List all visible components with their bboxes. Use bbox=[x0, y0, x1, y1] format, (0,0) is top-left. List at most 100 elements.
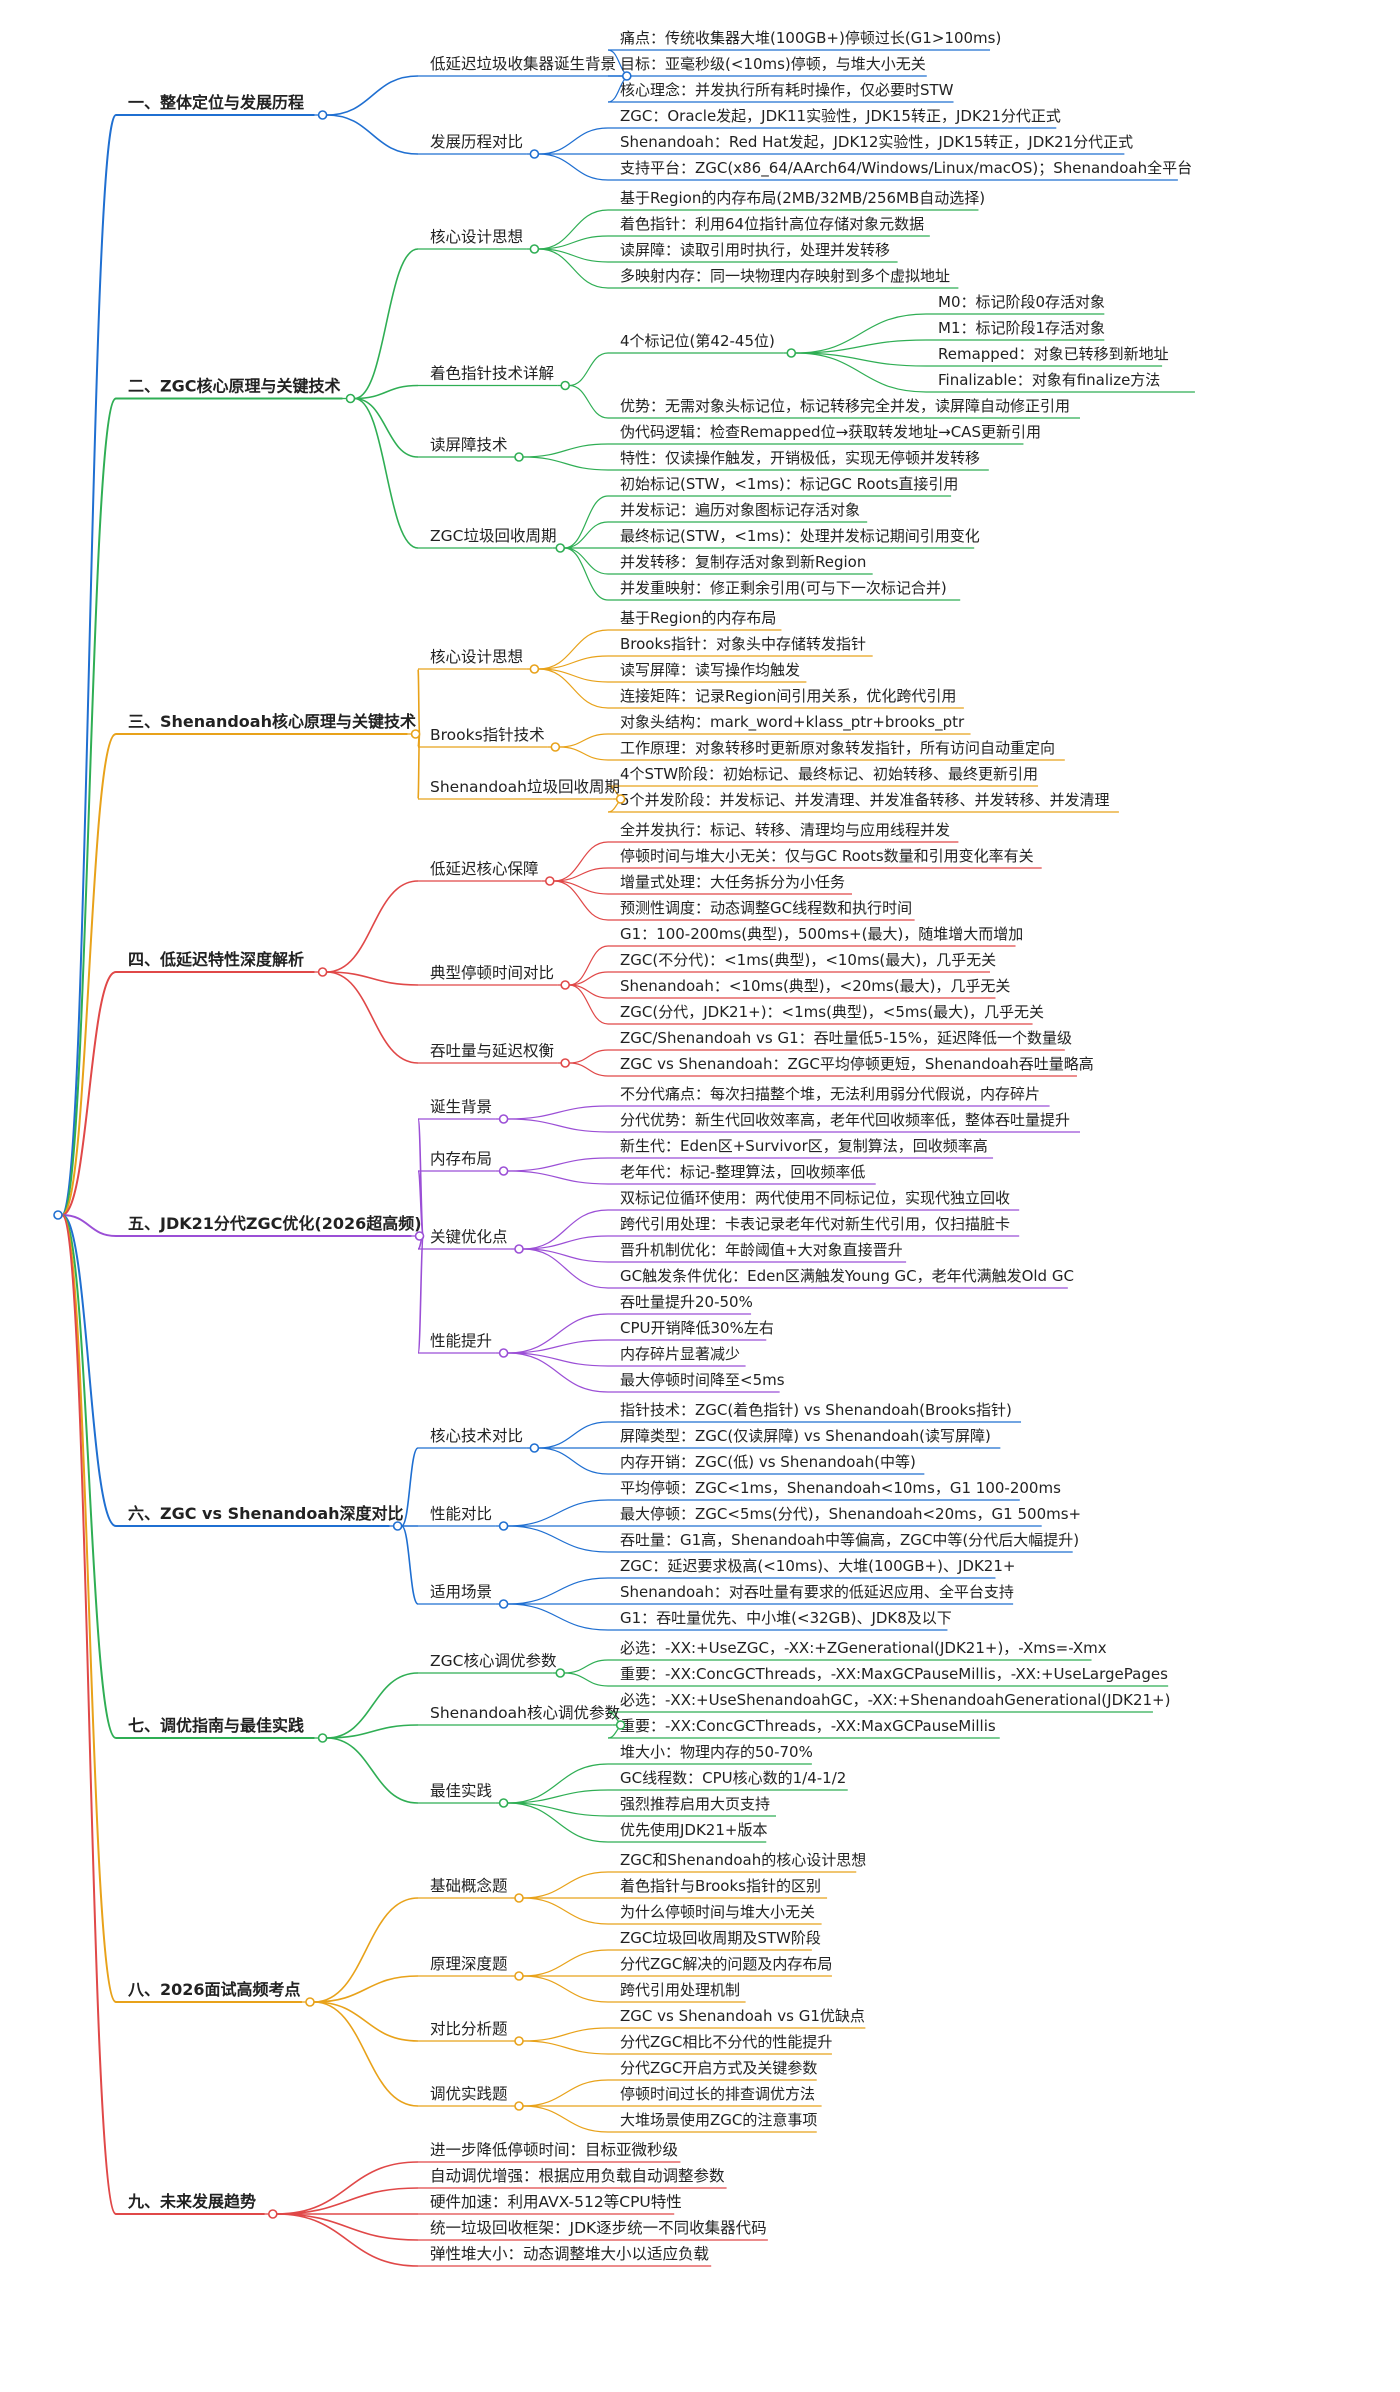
collapse-toggle[interactable] bbox=[514, 452, 524, 462]
mindmap-node-level-3: ZGC：延迟要求极高(<10ms)、大堆(100GB+)、JDK21+ bbox=[620, 1557, 1015, 1575]
mindmap-node-level-3: 预测性调度：动态调整GC线程数和执行时间 bbox=[620, 899, 912, 917]
collapse-toggle[interactable] bbox=[498, 1348, 509, 1358]
collapse-toggle[interactable] bbox=[498, 1599, 509, 1609]
mindmap-node-level-3: 内存碎片显著减少 bbox=[620, 1345, 740, 1363]
collapse-toggle[interactable] bbox=[615, 794, 626, 804]
branch-line bbox=[417, 668, 421, 735]
mindmap-node-level-3: 着色指针：利用64位指针高位存储对象元数据 bbox=[620, 215, 924, 233]
mindmap-node-level-3: 优先使用JDK21+版本 bbox=[620, 1821, 767, 1839]
collapse-toggle[interactable] bbox=[615, 1720, 626, 1730]
mindmap-node-level-2: 统一垃圾回收框架：JDK逐步统一不同收集器代码 bbox=[430, 2219, 767, 2237]
branch-line bbox=[795, 352, 927, 367]
mindmap-node-level-2: 低延迟垃圾收集器诞生背景 bbox=[430, 55, 616, 73]
mindmap-node-level-3: 分代ZGC解决的问题及内存布局 bbox=[620, 1955, 832, 1973]
mindmap-node-level-3: 屏障类型：ZGC(仅读屏障) vs Shenandoah(读写屏障) bbox=[620, 1427, 991, 1445]
collapse-toggle[interactable] bbox=[529, 244, 540, 254]
collapse-toggle[interactable] bbox=[267, 2209, 278, 2219]
mindmap-node-level-3: 5个并发阶段：并发标记、并发清理、并发准备转移、并发转移、并发清理 bbox=[620, 791, 1110, 809]
collapse-toggle[interactable] bbox=[317, 110, 328, 120]
mindmap-node-level-3: 平均停顿：ZGC<1ms，Shenandoah<10ms，G1 100-200m… bbox=[620, 1479, 1061, 1497]
mindmap-node-level-3: 全并发执行：标记、转移、清理均与应用线程并发 bbox=[620, 821, 950, 839]
collapse-toggle[interactable] bbox=[514, 1244, 524, 1254]
collapse-toggle[interactable] bbox=[317, 967, 328, 977]
branch-line bbox=[553, 841, 609, 882]
mindmap-node-level-3: 读写屏障：读写操作均触发 bbox=[620, 661, 800, 679]
mindmap-node-level-1: 七、调优指南与最佳实践 bbox=[128, 1716, 304, 1735]
collapse-toggle[interactable] bbox=[498, 1798, 509, 1808]
mindmap-node-level-3: G1：吞吐量优先、中小堆(<32GB)、JDK8及以下 bbox=[620, 1609, 952, 1627]
collapse-toggle[interactable] bbox=[498, 1166, 509, 1176]
mindmap-node-level-3: G1：100-200ms(典型)，500ms+(最大)，随堆增大而增加 bbox=[620, 925, 1023, 943]
branch-line bbox=[795, 339, 927, 354]
collapse-toggle[interactable] bbox=[498, 1521, 509, 1531]
root-branch-line bbox=[61, 971, 117, 1216]
mindmap-node-level-3: 工作原理：对象转移时更新原对象转发指针，所有访问自动重定向 bbox=[620, 739, 1055, 757]
collapse-toggle[interactable] bbox=[555, 543, 566, 553]
mindmap-node-level-2: 诞生背景 bbox=[430, 1098, 492, 1116]
root-branch-line bbox=[61, 114, 117, 1216]
collapse-toggle[interactable] bbox=[305, 1997, 315, 2007]
collapse-toggle[interactable] bbox=[317, 1733, 328, 1743]
collapse-toggle[interactable] bbox=[514, 2036, 524, 2046]
branch-line bbox=[538, 1421, 609, 1449]
branch-line bbox=[507, 1105, 609, 1120]
mindmap-node-level-2: 弹性堆大小：动态调整堆大小以适应负载 bbox=[430, 2244, 709, 2263]
branch-line bbox=[569, 945, 609, 986]
collapse-toggle[interactable] bbox=[514, 1971, 524, 1981]
collapse-toggle[interactable] bbox=[529, 149, 540, 159]
mindmap-node-level-2: 最佳实践 bbox=[430, 1782, 492, 1800]
branch-line bbox=[276, 2213, 419, 2241]
mindmap-node-level-2: 进一步降低停顿时间：目标亚微秒级 bbox=[430, 2141, 678, 2159]
collapse-toggle[interactable] bbox=[621, 71, 632, 81]
collapse-toggle[interactable] bbox=[560, 1058, 571, 1068]
branch-line bbox=[507, 1603, 609, 1631]
mindmap-node-level-3: 强烈推荐启用大页支持 bbox=[620, 1795, 770, 1813]
branch-line bbox=[564, 1672, 609, 1687]
mindmap-node-level-3: 为什么停顿时间与堆大小无关 bbox=[620, 1903, 815, 1921]
mindmap-node-level-2: ZGC核心调优参数 bbox=[430, 1652, 557, 1670]
collapse-toggle[interactable] bbox=[529, 664, 540, 674]
collapse-toggle[interactable] bbox=[529, 1443, 540, 1453]
branch-line bbox=[326, 1737, 419, 1804]
collapse-toggle[interactable] bbox=[544, 876, 555, 886]
collapse-toggle[interactable] bbox=[786, 348, 797, 358]
collapse-toggle[interactable] bbox=[392, 1521, 403, 1531]
branch-line bbox=[313, 1975, 419, 2003]
collapse-toggle[interactable] bbox=[555, 1668, 566, 1678]
root-node-toggle[interactable] bbox=[53, 1210, 63, 1220]
branch-line bbox=[326, 880, 419, 973]
collapse-toggle[interactable] bbox=[514, 2101, 524, 2111]
mindmap-node-level-3: 吞吐量：G1高，Shenandoah中等偏高，ZGC中等(分代后大幅提升) bbox=[620, 1531, 1079, 1549]
mindmap-node-level-2: 原理深度题 bbox=[430, 1955, 508, 1973]
collapse-toggle[interactable] bbox=[514, 1893, 524, 1903]
branch-line bbox=[538, 655, 609, 670]
mindmap-node-level-2: 低延迟核心保障 bbox=[430, 860, 539, 878]
collapse-toggle[interactable] bbox=[345, 393, 356, 404]
branch-line bbox=[522, 1235, 609, 1250]
mindmap-node-level-3: Shenandoah：<10ms(典型)，<20ms(最大)，几乎无关 bbox=[620, 977, 1010, 995]
collapse-toggle[interactable] bbox=[414, 1231, 425, 1241]
collapse-toggle[interactable] bbox=[498, 1114, 509, 1124]
branch-line bbox=[276, 2213, 419, 2267]
collapse-toggle[interactable] bbox=[550, 742, 561, 752]
mindmap-node-level-1: 三、Shenandoah核心原理与关键技术 bbox=[128, 712, 416, 731]
mindmap-node-level-3: 初始标记(STW，<1ms)：标记GC Roots直接引用 bbox=[620, 475, 958, 493]
mindmap-node-level-3: 最大停顿时间降至<5ms bbox=[620, 1371, 785, 1389]
collapse-toggle[interactable] bbox=[560, 980, 571, 990]
collapse-toggle[interactable] bbox=[560, 380, 571, 391]
collapse-toggle[interactable] bbox=[410, 729, 421, 739]
mindmap-node-level-2: 吞吐量与延迟权衡 bbox=[430, 1042, 554, 1060]
mindmap-node-level-4: Finalizable：对象有finalize方法 bbox=[938, 371, 1160, 389]
mindmap-node-level-3: ZGC/Shenandoah vs G1：吞吐量低5-15%，延迟降低一个数量级 bbox=[620, 1029, 1072, 1047]
mindmap-node-level-3: 停顿时间过长的排查调优方法 bbox=[620, 2085, 815, 2103]
branch-line bbox=[564, 547, 609, 601]
branch-line bbox=[522, 1871, 609, 1899]
branch-line bbox=[522, 2040, 609, 2055]
mindmap-node-level-2: 硬件加速：利用AVX-512等CPU特性 bbox=[430, 2193, 682, 2211]
mindmap-node-level-3: Brooks指针：对象头中存储转发指针 bbox=[620, 635, 866, 653]
branch-line bbox=[569, 971, 609, 986]
branch-line bbox=[564, 547, 609, 575]
mindmap-node-level-3: 不分代痛点：每次扫描整个堆，无法利用弱分代假说，内存碎片 bbox=[620, 1085, 1040, 1103]
branch-line bbox=[538, 235, 609, 250]
